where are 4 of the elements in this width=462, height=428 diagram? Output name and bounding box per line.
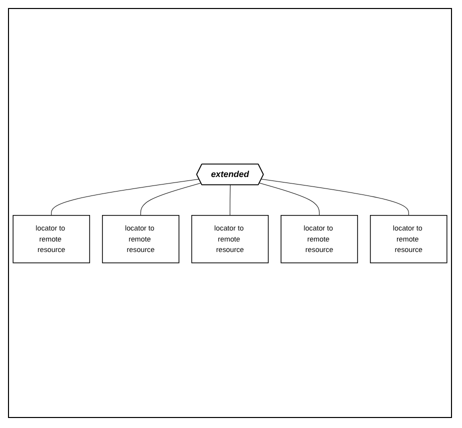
connector: [261, 178, 409, 216]
connector: [259, 182, 320, 216]
connector: [51, 178, 200, 216]
connector: [140, 182, 202, 216]
